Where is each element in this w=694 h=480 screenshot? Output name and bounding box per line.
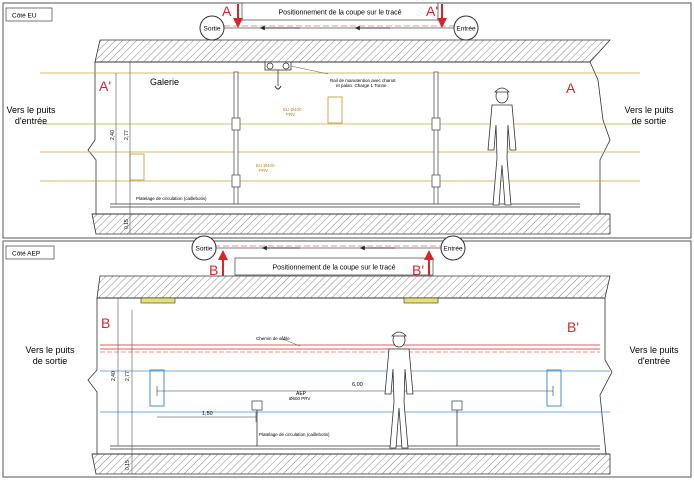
bottom-dim-b: 2,77 — [125, 371, 131, 381]
aep-pipe — [100, 369, 610, 413]
top-node-sortie-label: Sortie — [204, 26, 221, 33]
rail-note-2: et palan. Charge 1 Tonne — [336, 83, 387, 88]
light-fixture-left — [140, 297, 176, 304]
bottom-title-box — [234, 257, 434, 276]
top-title-box — [241, 2, 439, 21]
bottom-floor-hatch — [91, 453, 611, 475]
cable-tray — [100, 344, 600, 353]
top-section-right: A — [566, 80, 576, 96]
dim-short-label: 1,50 — [202, 411, 213, 417]
bottom-node-entree — [440, 235, 466, 261]
top-pipe-bottom-outline — [129, 153, 145, 181]
bottom-panel-frame — [2, 240, 692, 478]
bottom-side-label: Côté AEP — [12, 251, 40, 258]
top-pipe2-label-1: EU Ø400 — [256, 163, 275, 168]
bottom-puits-left-2: de sortie — [33, 356, 68, 366]
light-fixture-right — [403, 297, 439, 304]
bottom-section-left: B — [101, 315, 110, 331]
bottom-node-sortie — [191, 235, 217, 261]
bottom-panel: Côté AEP — [5, 235, 613, 475]
top-dim-b: 2,77 — [124, 130, 130, 140]
bottom-dim-a: 2,40 — [111, 371, 117, 381]
gallery-label: Galerie — [150, 77, 179, 87]
cable-label: Chemin de câble — [256, 336, 290, 341]
bottom-platform-label: Platelage de circulation (caillebotis) — [259, 432, 330, 437]
top-side-label: Côté EU — [12, 13, 37, 20]
top-title: Positionnement de la coupe sur le tracé — [279, 10, 402, 17]
bottom-cut-arrow-left — [218, 250, 228, 276]
top-platform-label: Platelage de circulation (caillebotis) — [136, 196, 207, 201]
top-panel: Côté EU — [5, 2, 640, 235]
crane-trolley-icon — [264, 61, 292, 90]
top-node-entree-label: Entrée — [456, 26, 476, 33]
top-dim-c: 0,15 — [124, 219, 130, 229]
bottom-cut-arrow-right — [424, 250, 434, 276]
top-puits-left-1: Vers le puits — [6, 105, 56, 115]
top-support-right — [431, 71, 441, 205]
top-panel-frame — [2, 2, 692, 239]
top-puits-right-1: Vers le puits — [624, 105, 674, 115]
bottom-puits-right-1: Vers le puits — [629, 345, 679, 355]
top-dim-a: 2,40 — [110, 130, 116, 140]
bottom-side-label-box — [5, 245, 55, 260]
support-left — [251, 400, 263, 411]
bottom-node-entree-label: Entrée — [443, 246, 463, 253]
bottom-title: Positionnement de la coupe sur le tracé — [273, 265, 396, 272]
top-pipe-top-outline — [327, 96, 343, 124]
dim-span-label: 6,00 — [352, 382, 363, 388]
top-cut-arrow-left — [233, 4, 243, 28]
top-pipe1-label-1: EU Ø400 — [283, 107, 302, 112]
rail-note-1: Rail de manutention avec chariot — [330, 78, 396, 83]
top-node-entree — [453, 15, 479, 41]
top-support-left — [231, 71, 241, 205]
top-roof-hatch — [94, 39, 611, 63]
worker-figure-icon — [384, 331, 414, 449]
bottom-puits-right-2: d'entrée — [638, 356, 670, 366]
support-right — [451, 400, 463, 411]
top-marker-right: A' — [426, 3, 438, 19]
top-section-left: A' — [99, 78, 111, 94]
top-puits-right-2: de sortie — [632, 116, 667, 126]
bottom-marker-left: B — [209, 262, 218, 278]
top-puits-left-2: d'entrée — [15, 116, 47, 126]
aep-pipe-label-1: AEP — [296, 391, 307, 397]
bottom-section-right: B' — [567, 319, 579, 335]
top-marker-left: A — [222, 3, 232, 19]
top-side-label-box — [5, 7, 53, 22]
bottom-dim-c: 0,15 — [125, 460, 131, 470]
bottom-node-sortie-label: Sortie — [196, 246, 213, 253]
top-cut-arrow-right — [437, 4, 447, 28]
bottom-marker-right: B' — [412, 262, 424, 278]
top-pipe1-label-2: PRV — [286, 112, 295, 117]
worker-figure-icon — [487, 87, 517, 206]
top-node-sortie — [199, 15, 225, 41]
top-pipe2-label-2: PRV — [259, 168, 268, 173]
bottom-roof-hatch — [96, 275, 611, 299]
top-floor-hatch — [91, 213, 611, 235]
aep-pipe-label-2: Ø600 PRV — [289, 396, 310, 401]
bottom-puits-left-1: Vers le puits — [25, 345, 75, 355]
